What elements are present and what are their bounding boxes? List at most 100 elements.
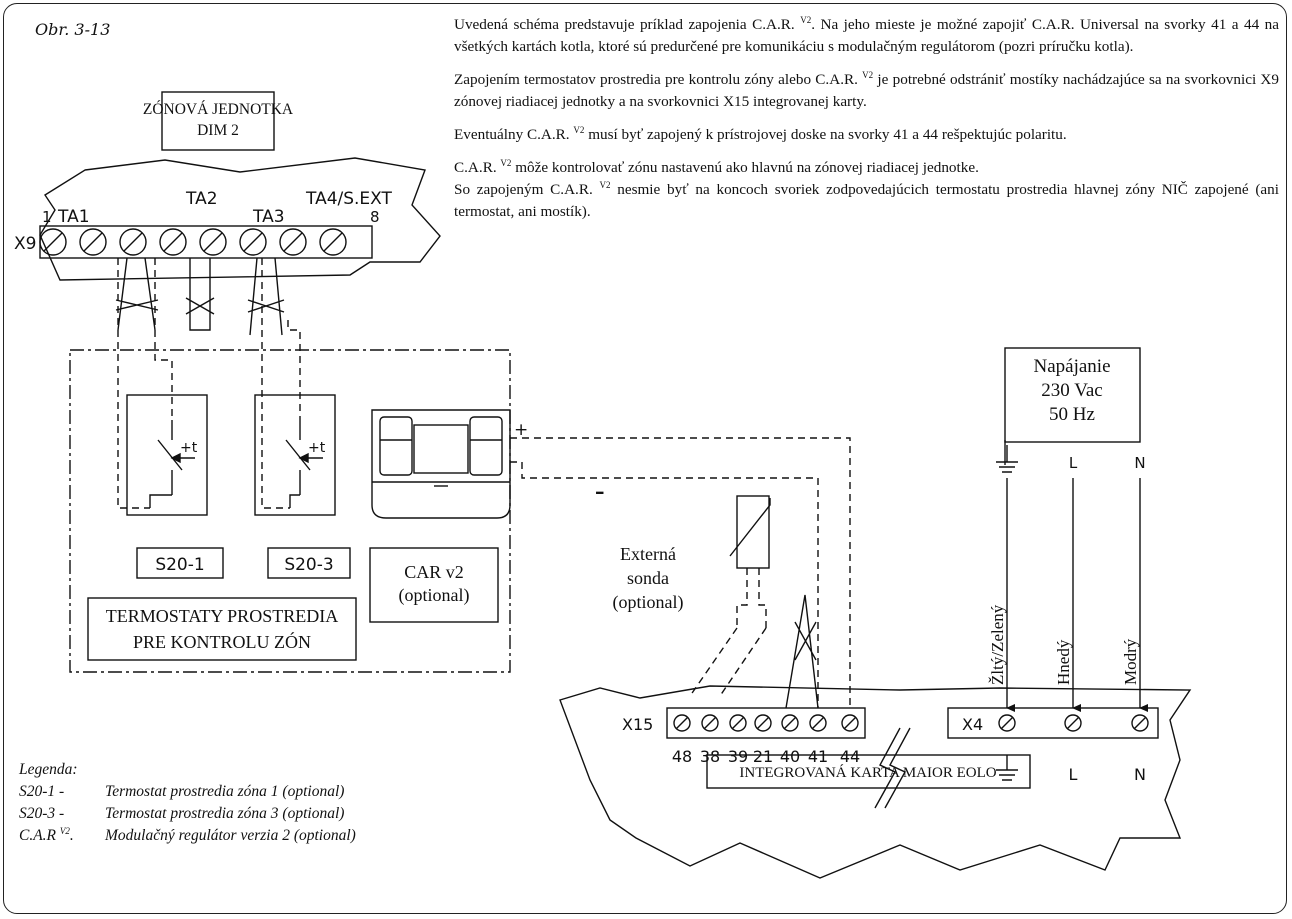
- paragraph-4: C.A.R. V2 môže kontrolovať zónu nastaven…: [454, 158, 979, 177]
- x4-terminals: [998, 714, 1149, 732]
- car-label-box: [369, 547, 499, 623]
- power-n: N: [1134, 454, 1145, 472]
- car-plus: +: [514, 420, 528, 440]
- sensor-line2: sonda: [627, 568, 669, 588]
- paragraph-3: Eventuálny C.A.R. V2 musí byť zapojený k…: [454, 125, 1067, 144]
- power-line3: 50 Hz: [1049, 404, 1095, 425]
- label-ta3: TA3: [252, 207, 285, 227]
- sensor-line1: Externá: [620, 544, 676, 564]
- legend-text: Termostat prostredia zóna 3 (optional): [105, 805, 345, 822]
- label-ta1: TA1: [57, 207, 90, 227]
- figure-label: Obr. 3-13: [35, 20, 111, 39]
- board-label-box: [706, 754, 1031, 789]
- x4-strip: [947, 707, 1159, 739]
- description-text: Uvedená schéma predstavuje príklad zapoj…: [454, 14, 1279, 234]
- s20-3-label-box: [267, 547, 351, 579]
- legend-key: C.A.R V2.: [19, 826, 74, 845]
- paragraph-5: So zapojeným C.A.R. V2 nesmie byť na kon…: [454, 180, 1279, 221]
- zone-unit-line2: DIM 2: [197, 122, 239, 139]
- x15-terminal-label: 39: [728, 747, 748, 766]
- x9-jumpers: [115, 257, 285, 336]
- x9-terminal: [319, 228, 347, 256]
- power-line2: 230 Vac: [1041, 380, 1102, 401]
- power-ground-icon: [996, 445, 1018, 473]
- thermostat-wires: [117, 258, 301, 509]
- x9-terminal: [279, 228, 307, 256]
- wire-label-brown: Hnedý: [1054, 639, 1073, 685]
- x4-terminal: [1064, 714, 1082, 732]
- zone-unit-outline: [39, 157, 441, 281]
- legend-title: Legenda:: [19, 761, 78, 778]
- boiler-board-outline: [559, 685, 1192, 879]
- wire-label-yellow-green: Žltý/Zelený: [988, 604, 1007, 685]
- wire-label-blue: Modrý: [1121, 638, 1140, 685]
- paragraph-2: Zapojením termostatov prostredia pre kon…: [454, 70, 1279, 111]
- x15-terminal-label: 41: [808, 747, 828, 766]
- x15-terminal: [841, 714, 859, 732]
- x9-terminal: [239, 228, 267, 256]
- board-label: INTEGROVANÁ KARTA MAIOR EOLO: [739, 764, 996, 781]
- x9-terminal: [159, 228, 187, 256]
- x15-terminal: [729, 714, 747, 732]
- x15-terminal-label: 48: [672, 747, 692, 766]
- x15-terminal-label: 21: [753, 747, 773, 766]
- s20-1-t-label: +t: [180, 440, 198, 456]
- x9-last-terminal: 8: [370, 208, 380, 226]
- car-wires: [510, 437, 851, 708]
- label-ta4: TA4/S.EXT: [305, 189, 393, 209]
- external-sensor: [736, 495, 770, 569]
- legend: Legenda: S20-1 - Termostat prostredia zó…: [19, 759, 356, 847]
- x15-terminal: [809, 714, 827, 732]
- legend-row: C.A.R V2. Modulačný regulátor verzia 2 (…: [19, 825, 356, 847]
- thermostat-group-line1: TERMOSTATY PROSTREDIA: [106, 606, 338, 626]
- x4-name: X4: [962, 715, 983, 734]
- x15-terminal-label: 40: [780, 747, 800, 766]
- power-box: [1004, 347, 1141, 443]
- x15-terminal: [754, 714, 772, 732]
- x9-terminal: [119, 228, 147, 256]
- thermostat-group-line2: PRE KONTROLU ZÓN: [133, 631, 311, 652]
- car-label-line1: CAR v2: [404, 562, 464, 582]
- legend-row: S20-3 - Termostat prostredia zóna 3 (opt…: [19, 803, 356, 825]
- x15-terminal: [673, 714, 691, 732]
- paragraph-1: Uvedená schéma predstavuje príklad zapoj…: [454, 15, 1279, 56]
- figure-frame: [3, 3, 1287, 914]
- x9-first-terminal: 1: [42, 208, 52, 226]
- legend-text: Termostat prostredia zóna 1 (optional): [105, 783, 345, 800]
- car-minus: –: [595, 481, 605, 503]
- zone-unit-line1: ZÓNOVÁ JEDNOTKA: [143, 101, 294, 118]
- x4-terminal: [998, 714, 1016, 732]
- x15-terminal-label: 38: [700, 747, 720, 766]
- s20-3-t-label: +t: [308, 440, 326, 456]
- legend-key: S20-1 -: [19, 783, 65, 800]
- s20-1-label: S20-1: [155, 555, 204, 575]
- s20-3-label: S20-3: [284, 555, 333, 575]
- x15-strip: [666, 707, 866, 739]
- x9-name: X9: [14, 234, 36, 254]
- x4-ground-icon: [996, 755, 1018, 781]
- legend-row: S20-1 - Termostat prostredia zóna 1 (opt…: [19, 781, 356, 803]
- sensor-line3: (optional): [613, 592, 684, 613]
- power-l: L: [1069, 454, 1078, 472]
- x4-n: N: [1134, 765, 1146, 784]
- x9-terminals: [39, 228, 347, 256]
- x15-terminals: [673, 714, 859, 732]
- x4-terminal: [1131, 714, 1149, 732]
- x15-jumper: [785, 594, 819, 709]
- x15-terminal: [781, 714, 799, 732]
- board-break-mark: [874, 727, 911, 809]
- x15-terminal: [701, 714, 719, 732]
- car-label-line2: (optional): [399, 585, 470, 606]
- x15-terminal-label: 44: [840, 747, 860, 766]
- x15-name: X15: [622, 715, 653, 734]
- x9-terminal: [39, 228, 67, 256]
- power-line1: Napájanie: [1033, 356, 1110, 377]
- label-ta2: TA2: [185, 189, 218, 209]
- x9-terminal: [199, 228, 227, 256]
- thermostat-group-box: [69, 349, 511, 673]
- legend-text: Modulačný regulátor verzia 2 (optional): [105, 827, 356, 844]
- zone-unit-box: [161, 91, 275, 151]
- thermostat-group-label-box: [87, 597, 357, 661]
- legend-key: S20-3 -: [19, 805, 65, 822]
